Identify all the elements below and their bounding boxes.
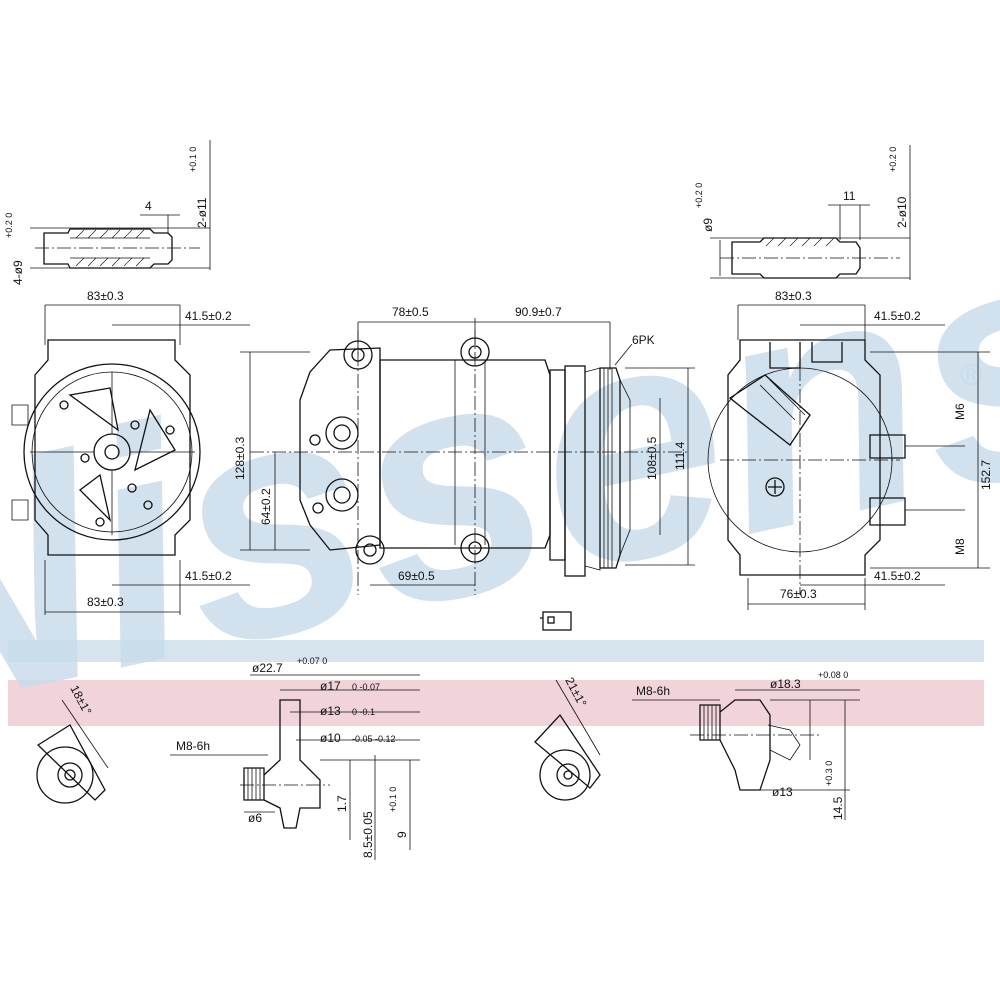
tl-d-left: 4-ø9 (11, 260, 25, 285)
rear-bottom-width: 76±0.3 (780, 587, 817, 601)
tr-tol-right: +0.2 0 (888, 147, 898, 172)
front-bottom-offset: 41.5±0.2 (185, 569, 232, 583)
front-top-width: 83±0.3 (87, 289, 124, 303)
rear-top-width: 83±0.3 (775, 289, 812, 303)
rear-bottom-offset: 41.5±0.2 (874, 569, 921, 583)
bl-thread: M8-6h (176, 739, 210, 753)
bl-d3: ø13 (320, 704, 341, 718)
rear-height: 152.7 (979, 460, 993, 490)
tl-width-label: 4 (145, 199, 152, 213)
blue-band (8, 640, 984, 662)
tr-d-left: ø9 (701, 218, 715, 232)
side-pulley-dia: 108±0.5 (645, 436, 659, 480)
rear-view: 83±0.3 41.5±0.2 152.7 M6 M8 41.5±0.2 76±… (707, 289, 993, 610)
side-span-b: 90.9±0.7 (515, 305, 562, 319)
br-d1-tol: +0.08 0 (818, 670, 848, 680)
registered-mark: ® (960, 359, 982, 392)
side-height-total: 128±0.3 (233, 436, 247, 480)
side-span-a: 78±0.5 (392, 305, 429, 319)
side-belt-label: 6PK (632, 333, 655, 347)
bl-d1-tol: +0.07 0 (297, 656, 327, 666)
bl-d4-tol: -0.05 -0.12 (352, 734, 396, 744)
br-thread: M8-6h (636, 684, 670, 698)
bl-d1: ø22.7 (252, 661, 283, 675)
top-right-fitting-detail: 11 ø9 +0.2 0 2-ø10 +0.2 0 (694, 145, 911, 280)
side-view-compressor: 78±0.5 90.9±0.7 6PK (233, 305, 695, 631)
front-top-offset: 41.5±0.2 (185, 309, 232, 323)
front-view-clutch: 83±0.3 41.5±0.2 41.5±0.2 83±0.3 (11, 289, 250, 615)
br-d1: ø18.3 (770, 677, 801, 691)
bl-d3-tol: 0 -0.1 (352, 707, 375, 717)
br-d2: ø13 (772, 785, 793, 799)
side-pulley-outer: 111.4 (673, 441, 687, 470)
rear-thread-bottom: M8 (953, 538, 967, 555)
rear-thread-top: M6 (953, 403, 967, 420)
bl-l2: 8.5±0.05 (361, 811, 375, 858)
bl-d5: ø6 (248, 811, 262, 825)
side-bottom-span: 69±0.5 (398, 569, 435, 583)
top-left-fitting-detail: 4 4-ø9 +0.2 0 2-ø11 +0.1 0 (4, 140, 211, 285)
br-l1-tol: +0.3 0 (824, 761, 834, 786)
tr-width-label: 11 (843, 189, 856, 203)
front-bottom-width: 83±0.3 (87, 595, 124, 609)
tr-d-right: 2-ø10 (895, 196, 909, 228)
bl-l3: 9 (395, 831, 409, 838)
rear-top-offset: 41.5±0.2 (874, 309, 921, 323)
bl-d2: ø17 (320, 679, 341, 693)
bl-l3-tol: +0.1 0 (388, 787, 398, 812)
br-l1: 14.5 (831, 796, 845, 820)
tl-d-right: 2-ø11 (195, 197, 209, 228)
tl-tol-right: +0.1 0 (188, 147, 198, 172)
bl-d4: ø10 (320, 731, 341, 745)
tr-tol-left: +0.2 0 (694, 183, 704, 208)
tl-tol-left: +0.2 0 (4, 213, 14, 238)
pink-band (8, 680, 984, 726)
bl-d2-tol: 0 -0.07 (352, 682, 380, 692)
connector-icon (540, 611, 572, 631)
side-height-low: 64±0.2 (259, 488, 273, 525)
bl-l1: 1.7 (335, 795, 349, 812)
